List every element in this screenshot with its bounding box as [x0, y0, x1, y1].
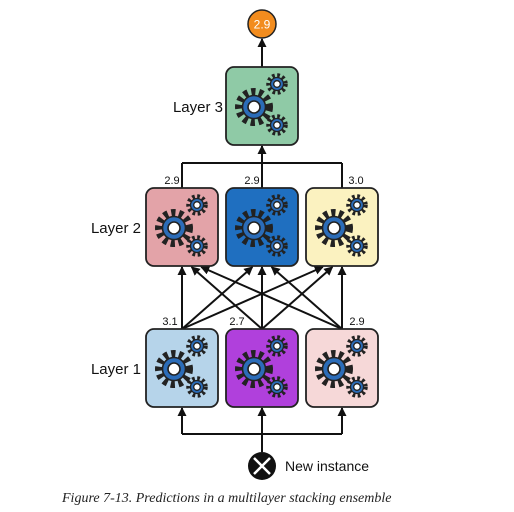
layer-1-prediction-2: 2.7 [229, 316, 244, 328]
connectors [177, 38, 347, 452]
layer-1-prediction-3: 2.9 [349, 316, 364, 328]
predictor-node [305, 328, 379, 408]
new-instance-label: New instance [285, 458, 369, 474]
layer-1-label: Layer 1 [91, 361, 141, 378]
connector-arrow [181, 266, 254, 330]
layer-3-label: Layer 3 [173, 99, 223, 116]
figure-caption: Figure 7-13. Predictions in a multilayer… [62, 491, 392, 506]
connector-arrow [261, 266, 334, 330]
predictor-node [225, 187, 299, 267]
cross-icon [253, 457, 271, 475]
connector-arrow [200, 266, 343, 330]
output-circle [247, 9, 277, 39]
output-value: 2.9 [254, 18, 271, 32]
layer-2-label: Layer 2 [91, 220, 141, 237]
layer-2-prediction-3: 3.0 [348, 175, 363, 187]
predictor-node [305, 187, 379, 267]
predictor-node [145, 187, 219, 267]
connector-arrow [270, 266, 343, 330]
connector-arrow [181, 266, 324, 330]
layer-2-prediction-1: 2.9 [164, 175, 179, 187]
predictor-node [225, 328, 299, 408]
layer-2-prediction-2: 2.9 [244, 175, 259, 187]
connector-arrow [190, 266, 263, 330]
new-instance-input: New instance [248, 452, 369, 480]
predictor-node [225, 66, 299, 146]
predictor-nodes [145, 66, 379, 408]
layer-1-prediction-1: 3.1 [162, 316, 177, 328]
predictor-node [145, 328, 219, 408]
output-node: 2.9 [247, 9, 277, 39]
